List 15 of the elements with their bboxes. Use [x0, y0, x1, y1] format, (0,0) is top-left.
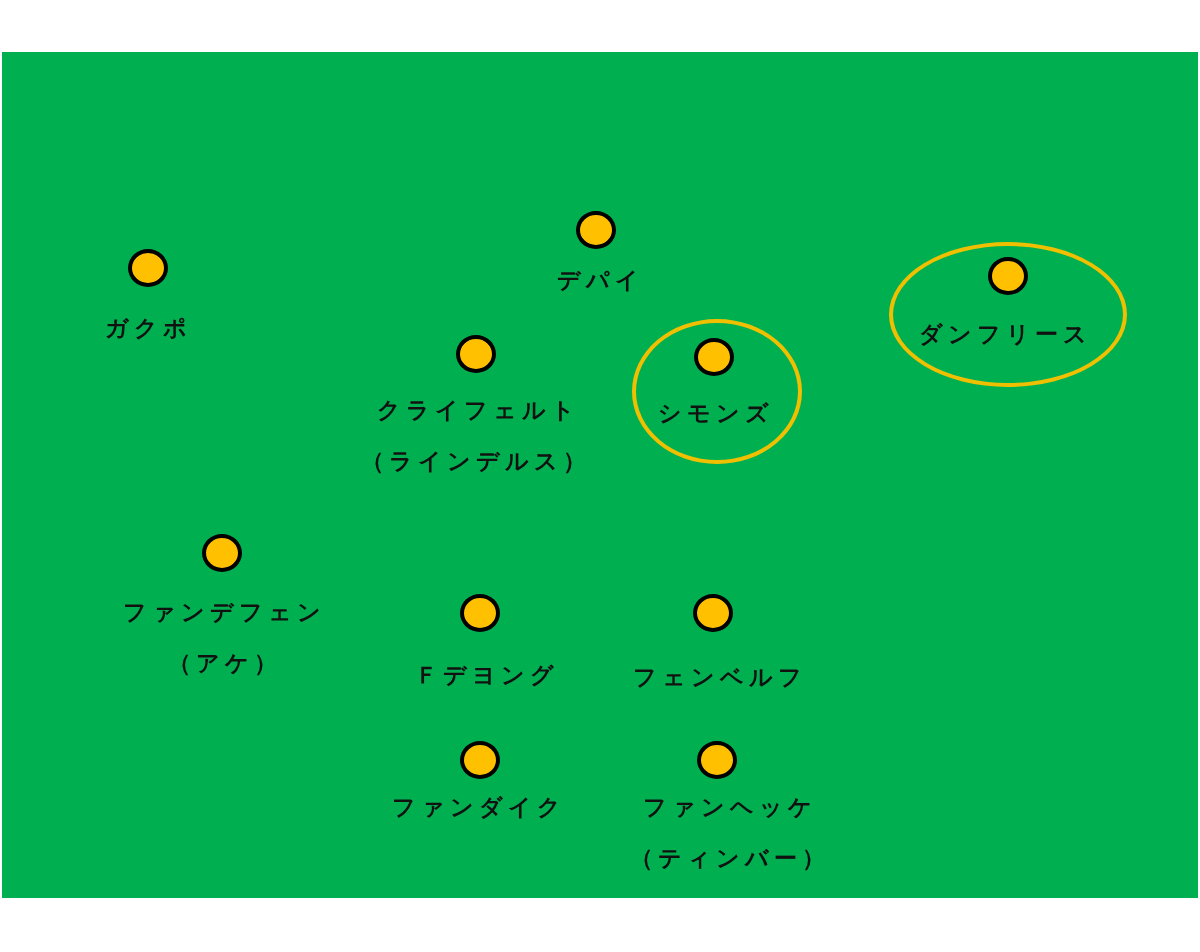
player-name: デパイ: [556, 266, 644, 294]
player-name: （アケ）: [166, 649, 282, 677]
player-name: シモンズ: [656, 399, 774, 427]
player-name: ファンダイク: [390, 793, 566, 821]
highlight-ellipse: [889, 242, 1127, 387]
player-name: Ｆデヨング: [413, 661, 559, 689]
player-name: ファンデフェン: [122, 598, 326, 626]
player-name: フェンベルフ: [631, 663, 807, 691]
player-name: ガクポ: [104, 314, 192, 342]
player-name: ファンヘッケ: [641, 793, 817, 821]
player-name: （ティンバー）: [628, 844, 830, 872]
player-name: （ラインデルス）: [359, 447, 591, 475]
player-name: クライフェルト: [376, 396, 580, 424]
player-name: ダンフリース: [918, 320, 1092, 348]
highlight-ellipse: [632, 319, 802, 464]
